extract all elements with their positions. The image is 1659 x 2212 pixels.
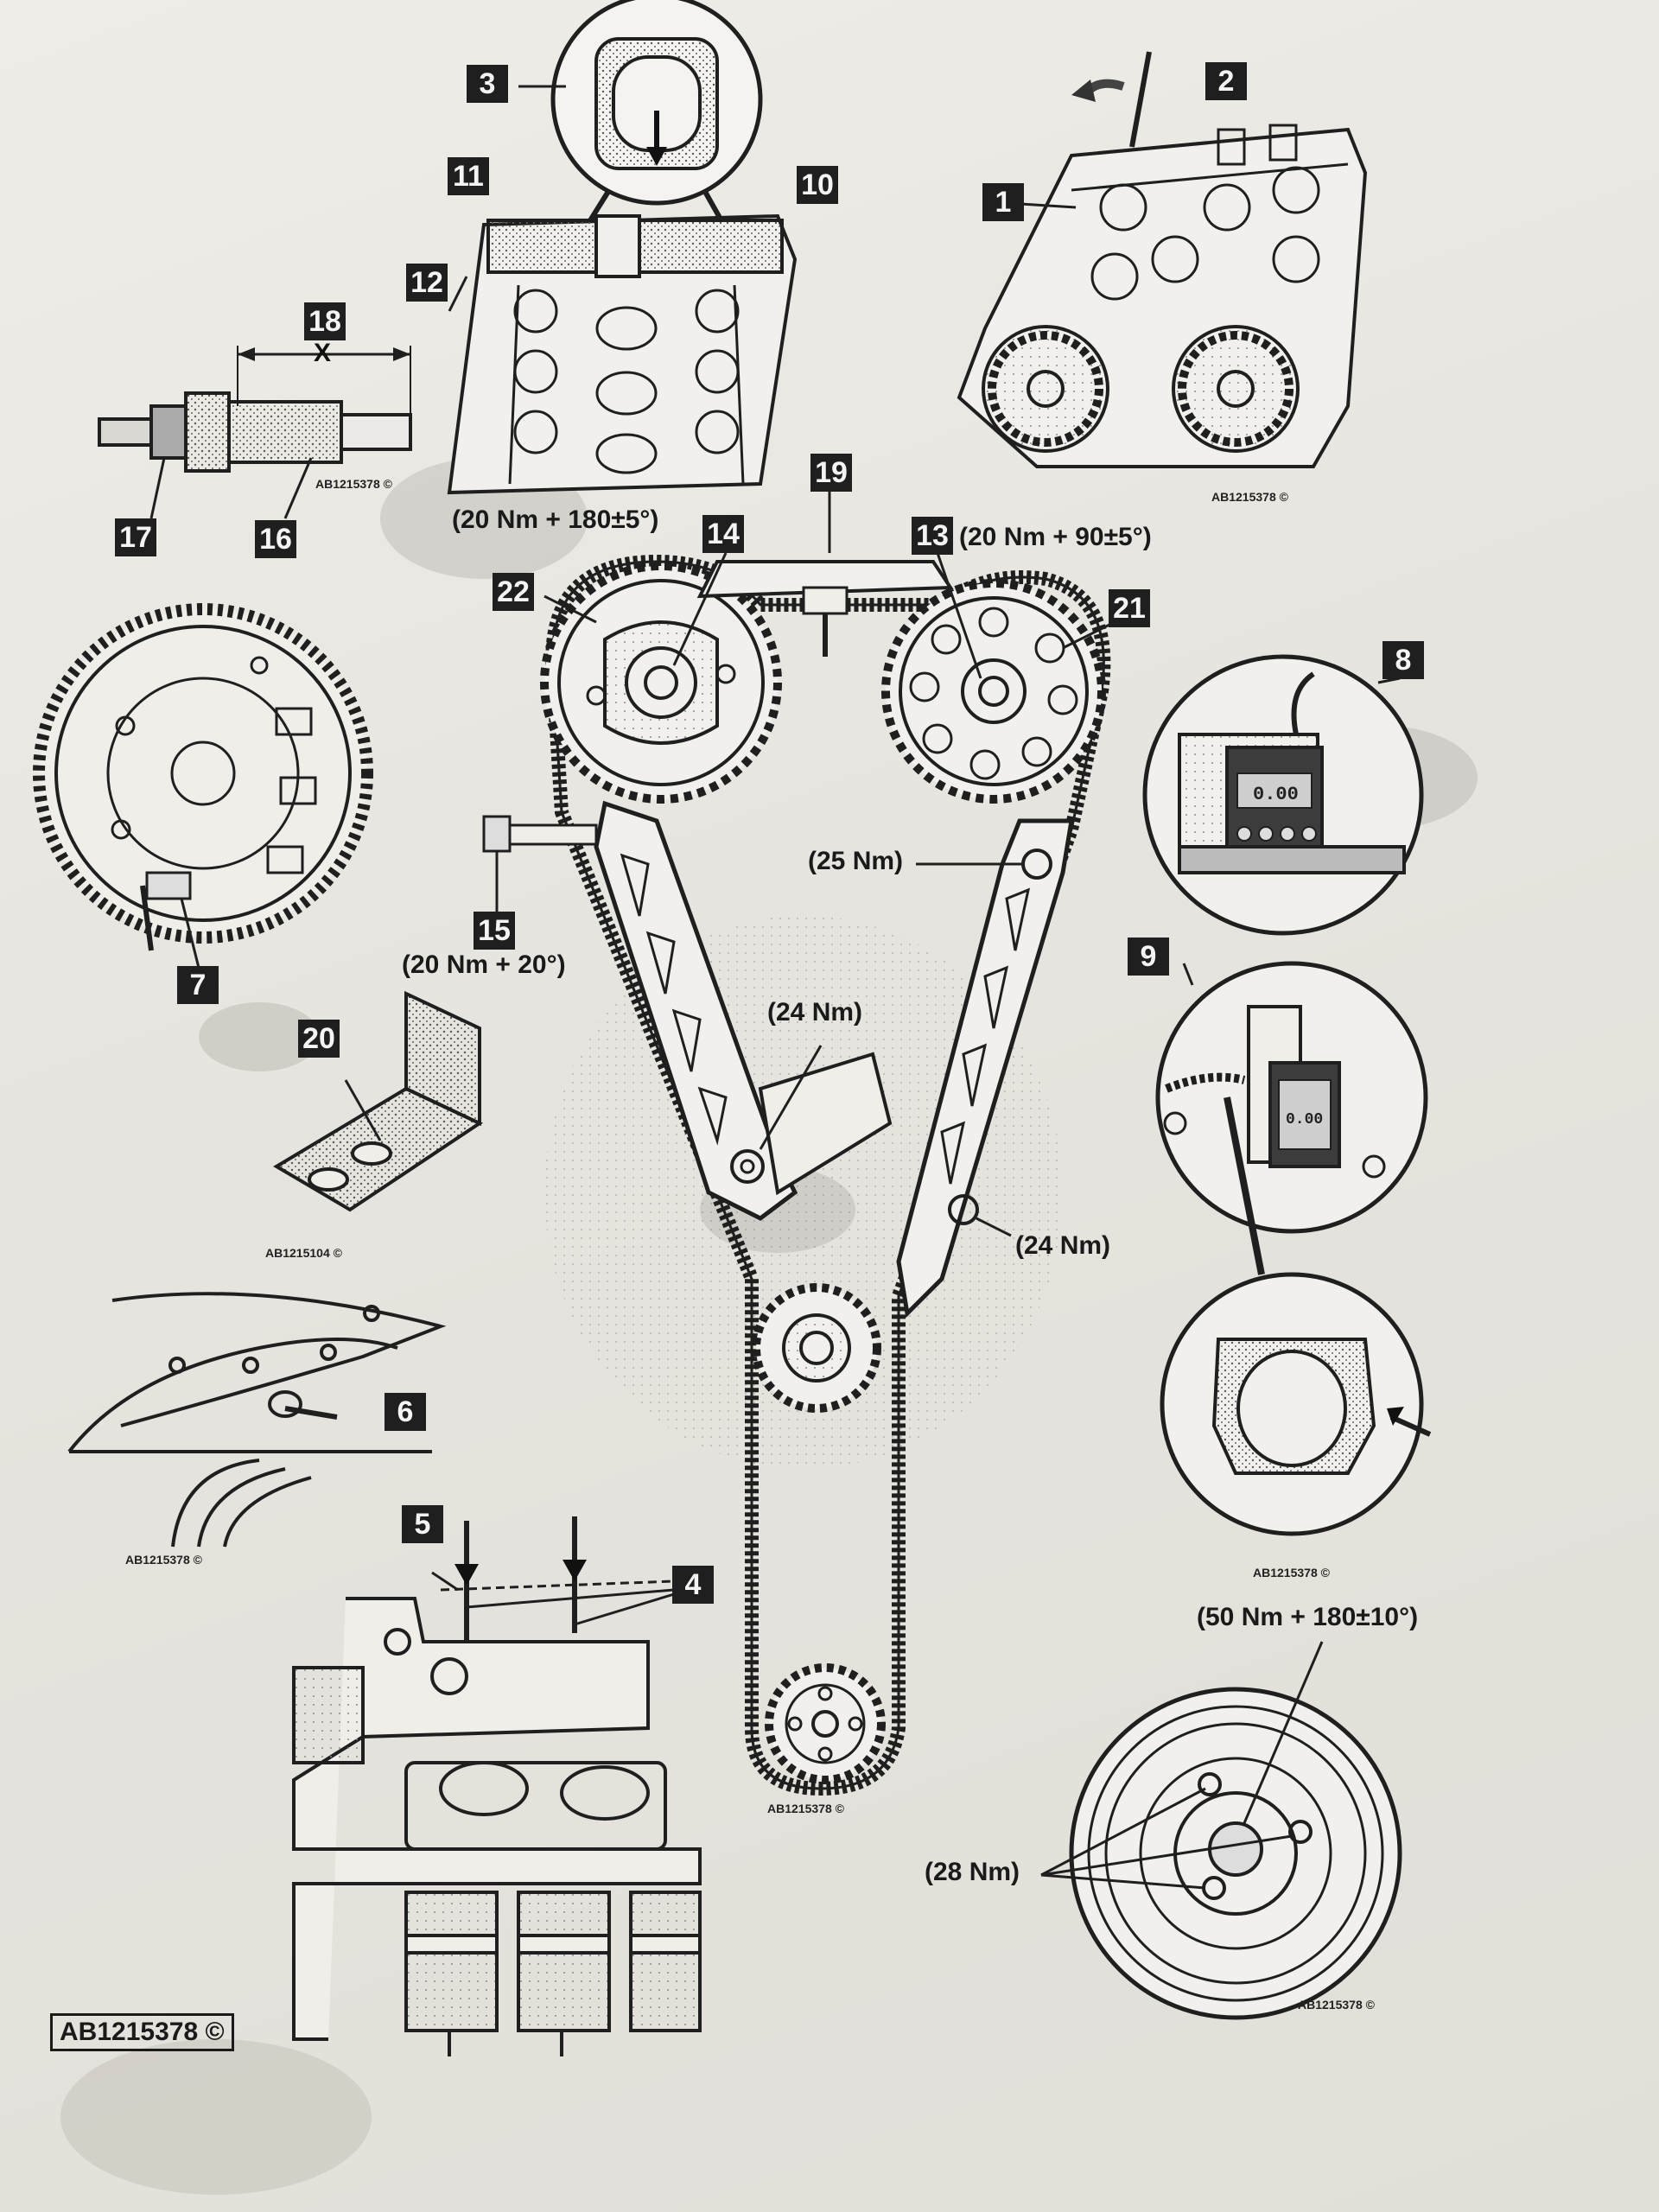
- callout-12: 12: [406, 264, 448, 302]
- callout-11: 11: [448, 157, 489, 195]
- torque-spec-pulley-center: (50 Nm + 180±10°): [1197, 1603, 1419, 1631]
- callout-8: 8: [1382, 641, 1424, 679]
- ref-timing-chain: AB1215378 ©: [767, 1802, 844, 1815]
- torque-spec-lower-guide: (24 Nm): [1015, 1231, 1111, 1260]
- bracket-tool: [273, 990, 484, 1212]
- callout-19: 19: [810, 454, 852, 492]
- callout-7: 7: [177, 966, 219, 1004]
- gauge-8-reading: 0.00: [1253, 784, 1299, 805]
- callout-3: 3: [467, 65, 508, 103]
- callout-1: 1: [982, 183, 1024, 221]
- timing-chain-assembly: [482, 475, 1116, 1796]
- ref-flywheel-pin: AB1215378 ©: [125, 1553, 202, 1567]
- callout-4: 4: [672, 1566, 714, 1604]
- ref-pulley: AB1215378 ©: [1298, 1998, 1375, 2012]
- ref-bracket: AB1215104 ©: [265, 1246, 342, 1260]
- callout-20: 20: [298, 1020, 340, 1058]
- gauge-9-reading: 0.00: [1286, 1111, 1323, 1128]
- torque-spec-upper-guide: (25 Nm): [808, 847, 904, 875]
- crankshaft-pulley: [1040, 1641, 1402, 2020]
- callout-18: 18: [304, 302, 346, 340]
- callout-16: 16: [255, 520, 296, 558]
- callout-9: 9: [1128, 938, 1169, 976]
- callout-17: 17: [115, 518, 156, 556]
- engine-block-pistons: [292, 1516, 702, 2056]
- camshaft-slot-side-detail: [1160, 1272, 1432, 1536]
- callout-15: 15: [474, 912, 515, 950]
- camshaft-slot-detail: [518, 0, 763, 261]
- callout-10: 10: [797, 166, 838, 204]
- dimension-x-label: X: [314, 339, 332, 367]
- ref-gauge-detail: AB1215378 ©: [1253, 1566, 1330, 1580]
- callout-6: 6: [385, 1393, 426, 1431]
- timing-tool-pin: [98, 346, 412, 519]
- torque-spec-14: (20 Nm + 180±5°): [452, 505, 659, 534]
- cylinder-head-sprockets: [957, 51, 1368, 468]
- ref-camshaft-tool: AB1215378 ©: [315, 477, 392, 491]
- callout-13: 13: [912, 517, 953, 555]
- dial-gauge-detail-9: [1155, 961, 1428, 1275]
- flywheel-lock: [33, 603, 373, 969]
- torque-spec-mid-guide: (24 Nm): [767, 998, 863, 1027]
- ref-cylinder-head: AB1215378 ©: [1211, 490, 1288, 504]
- torque-spec-pulley-bolts: (28 Nm): [925, 1858, 1020, 1886]
- callout-22: 22: [493, 573, 534, 611]
- dial-gauge-detail-8: [1142, 654, 1424, 936]
- main-reference-box: AB1215378 ©: [50, 2013, 234, 2051]
- callout-2: 2: [1205, 62, 1247, 100]
- callout-21: 21: [1109, 589, 1150, 627]
- callout-14: 14: [702, 515, 744, 553]
- engine-front-pin: [67, 1292, 447, 1548]
- cylinder-head-cam-tool: [447, 213, 798, 495]
- callout-5: 5: [402, 1505, 443, 1543]
- torque-spec-15: (20 Nm + 20°): [402, 950, 566, 979]
- torque-spec-13: (20 Nm + 90±5°): [959, 523, 1152, 551]
